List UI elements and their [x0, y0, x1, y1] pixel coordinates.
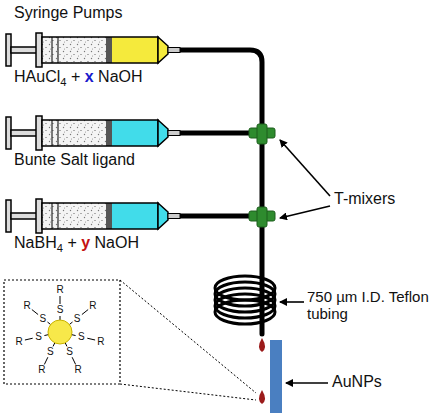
drop — [259, 390, 265, 404]
tubing — [178, 50, 262, 334]
atom-label: S — [57, 304, 64, 316]
drop — [259, 338, 265, 352]
figure-title: Syringe Pumps — [14, 4, 123, 22]
atom-label: R — [38, 364, 45, 376]
reagent-label: Bunte Salt ligand — [14, 151, 135, 169]
ligand-bonds — [25, 296, 95, 364]
atom-label: R — [15, 336, 22, 348]
syringe — [6, 116, 180, 150]
part-label: 750 µm I.D. Teflon tubing — [307, 288, 443, 323]
inset-leader — [120, 384, 256, 400]
collection-plate — [270, 340, 282, 413]
atom-label: R — [75, 364, 82, 376]
inset-leader — [120, 280, 256, 393]
atom-label: S — [47, 346, 54, 358]
part-label: AuNPs — [332, 373, 382, 391]
gold-nanoparticle — [48, 320, 72, 344]
atom-label: R — [24, 300, 31, 312]
reagent-label: HAuCl4 + x NaOH — [14, 68, 143, 86]
atom-label: S — [74, 313, 81, 325]
atom-label: R — [89, 300, 96, 312]
leader-arrow — [280, 140, 330, 383]
tubing-coil — [215, 276, 275, 324]
inset-frame — [4, 280, 120, 384]
atom-label: R — [97, 336, 104, 348]
atom-label: S — [78, 331, 85, 343]
syringe — [6, 199, 180, 233]
atom-label: S — [35, 331, 42, 343]
syringe — [6, 33, 180, 67]
atom-label: R — [56, 284, 63, 296]
atom-label: S — [66, 346, 73, 358]
t-mixer — [249, 124, 275, 227]
part-label: T-mixers — [334, 190, 395, 208]
reagent-label: NaBH4 + y NaOH — [14, 234, 139, 252]
atom-label: S — [39, 313, 46, 325]
